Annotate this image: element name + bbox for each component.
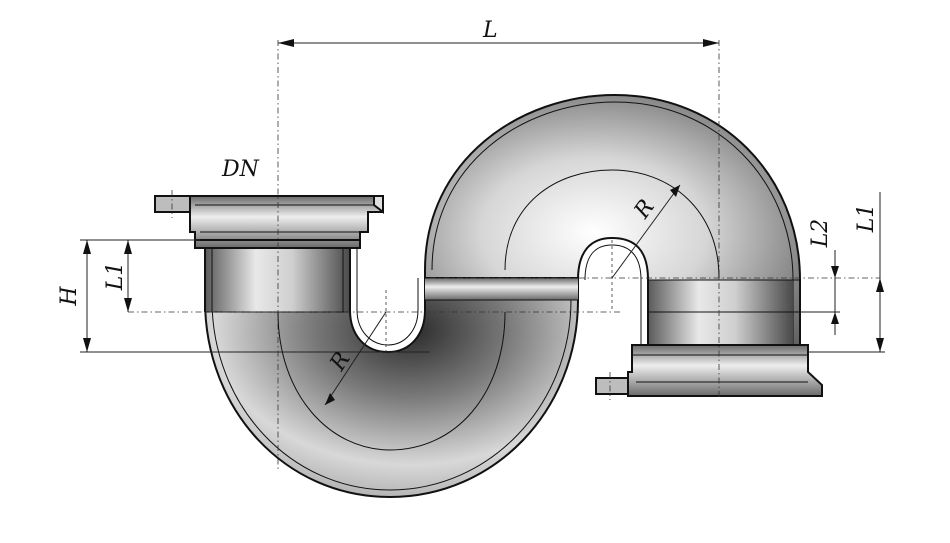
- label-L1-right: L1: [854, 204, 879, 234]
- label-L: L: [482, 18, 498, 43]
- right-flange: [595, 344, 823, 400]
- left-flange: [154, 190, 384, 249]
- label-L1-left: L1: [103, 262, 128, 292]
- label-L2: L2: [808, 219, 833, 249]
- radius-leaders: [324, 184, 681, 406]
- center-lines: [128, 40, 880, 470]
- middle-band: [425, 277, 578, 301]
- label-H: H: [57, 286, 82, 307]
- dimension-right: [800, 192, 885, 353]
- dimension-H: [80, 239, 430, 353]
- right-vertical-pipe: [647, 279, 801, 345]
- dimension-L: [278, 39, 719, 47]
- dimension-L1-left: [124, 240, 132, 312]
- left-vertical-pipe: [204, 240, 351, 313]
- label-DN: DN: [221, 157, 260, 182]
